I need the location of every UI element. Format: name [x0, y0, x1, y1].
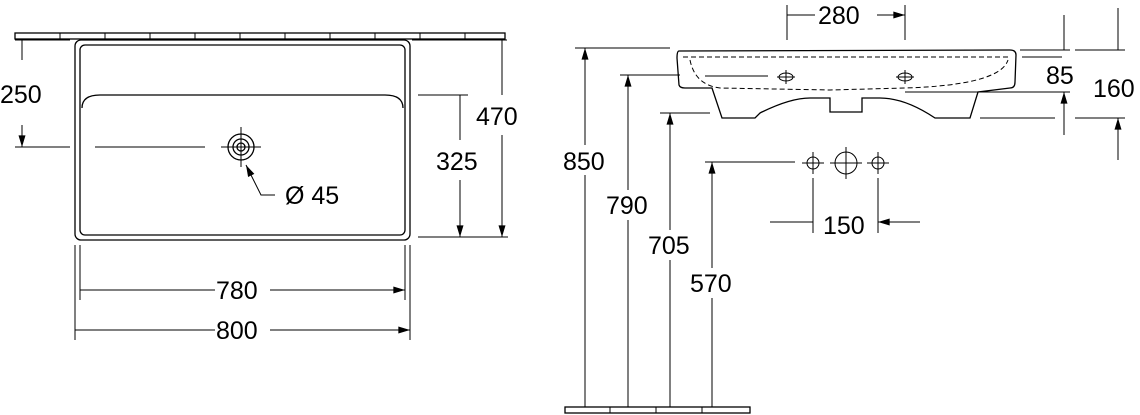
dim-780-label: 780: [216, 277, 258, 305]
tap-hole-small-icon: [802, 152, 824, 174]
drain-icon: [221, 127, 261, 167]
basin-side-profile: [676, 49, 1017, 119]
dim-800-label: 800: [216, 317, 258, 345]
dim-790-label: 790: [606, 192, 648, 220]
ext-lines-85-160: [905, 49, 1125, 119]
dim-150-label: 150: [823, 212, 865, 240]
hidden-bowl-line: [683, 56, 1010, 91]
tap-hole-large-icon: [830, 147, 862, 179]
tap-hole-icon: [777, 70, 795, 84]
dim-850-label: 850: [563, 148, 605, 176]
dim-280-label: 280: [818, 2, 860, 30]
dim-160-label: 160: [1093, 75, 1135, 103]
dim-85-label: 85: [1046, 62, 1074, 90]
tap-hole-icon: [896, 70, 914, 84]
drain-leader: [245, 164, 275, 196]
floor-bar: [564, 406, 751, 414]
basin-outline: [74, 39, 411, 241]
drain-diameter-label: Ø 45: [285, 182, 339, 210]
dim-325-label: 325: [436, 148, 478, 176]
dim-470-label: 470: [476, 103, 518, 131]
dim-250-label: 250: [0, 81, 42, 109]
dim-570-label: 570: [690, 270, 732, 298]
top-view: Ø 45 250 325 470 780 800: [0, 32, 518, 345]
ext-lines-bottom: [74, 245, 411, 340]
dim-705-label: 705: [648, 232, 690, 260]
basin-rim: [79, 44, 406, 236]
ext-lines-heights: [575, 47, 795, 163]
basin-bowl-edge: [81, 94, 404, 109]
tap-hole-small-icon: [867, 152, 889, 174]
wall-bar: [14, 32, 506, 40]
side-view: 280 85 160 850 790 705 570 150: [563, 2, 1135, 414]
